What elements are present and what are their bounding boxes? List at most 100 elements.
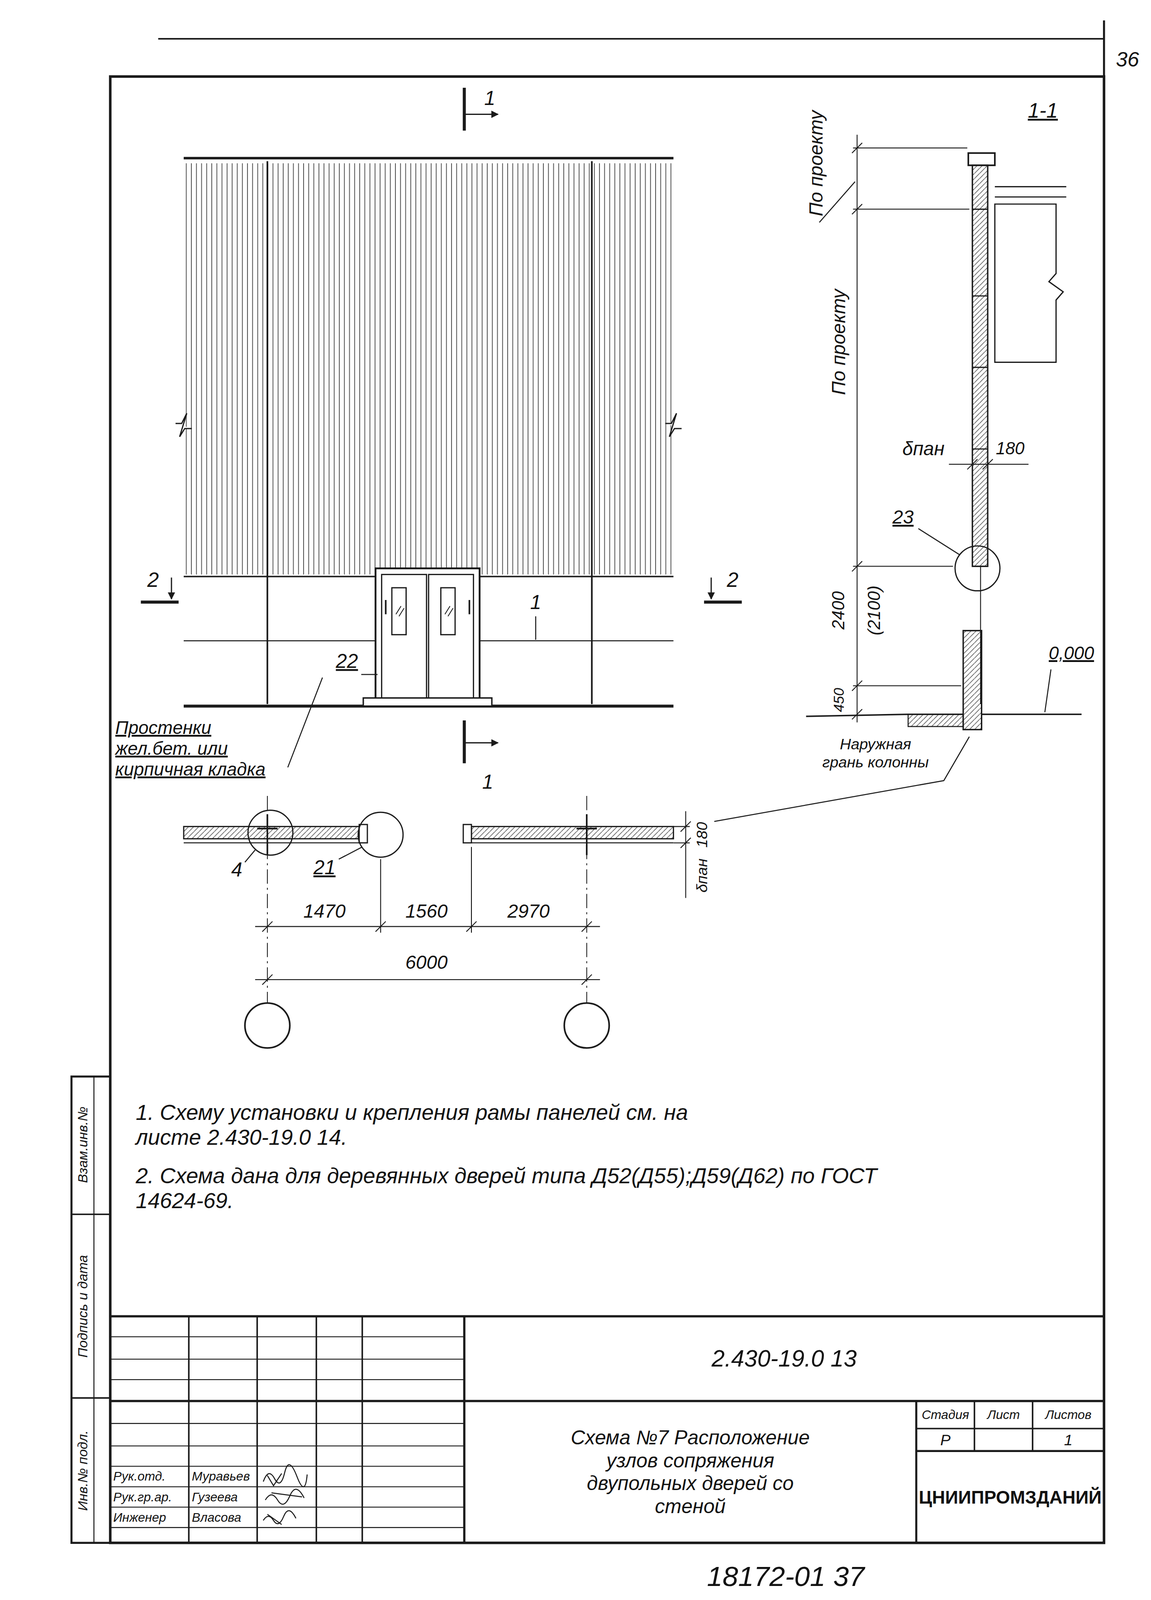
cell-text: Схема №7 Расположение узлов сопряжения д…	[550, 1426, 831, 1518]
elevation	[665, 413, 682, 437]
sheet-frame	[71, 20, 1104, 1543]
dimension: 2970	[507, 900, 550, 923]
table-cell: Рук.отд.	[113, 1469, 166, 1484]
title-block-grid	[1032, 1400, 1034, 1451]
dimension-line	[856, 134, 858, 723]
table-cell: Власова	[191, 1510, 242, 1525]
cell-text: Листов	[1045, 1407, 1092, 1423]
dimension: (2100)	[864, 585, 885, 636]
sheet-frame	[1103, 20, 1106, 77]
section-1-1	[972, 165, 988, 566]
sheet-frame	[110, 76, 1104, 1543]
section-1-1	[981, 713, 1082, 715]
leader-line	[287, 677, 323, 767]
sheet-frame	[93, 1076, 95, 1543]
door	[385, 599, 470, 615]
callout-number: 23	[892, 506, 914, 528]
dimension: δпан	[693, 858, 711, 893]
leader-line	[918, 528, 961, 556]
elevation	[590, 161, 593, 704]
section-marks	[171, 577, 173, 599]
elevation	[175, 158, 682, 707]
door	[428, 574, 474, 700]
section-1-1	[955, 545, 1000, 591]
cell-text: Стадия	[921, 1407, 970, 1423]
sheet-header: Лист	[974, 1401, 1033, 1429]
door	[381, 574, 427, 700]
dimension: 1560	[405, 900, 448, 923]
title-block-grid	[916, 1427, 1104, 1429]
title-cell: Схема №7 Расположение узлов сопряжения д…	[464, 1401, 917, 1543]
plan	[255, 974, 600, 985]
section-1-1	[963, 630, 982, 730]
section-marks	[140, 87, 742, 764]
callout-number: 21	[313, 856, 336, 880]
leader-line	[244, 850, 256, 863]
section-1-1	[972, 209, 988, 449]
callout-number: 4	[231, 857, 243, 881]
title-block-grid	[110, 1399, 1104, 1403]
dimension: δпан	[902, 437, 945, 460]
title-block-grid	[973, 1400, 976, 1451]
note: 1. Схему установки и крепления рамы пане…	[135, 1099, 759, 1150]
door	[375, 568, 480, 704]
table-cell: Муравьев	[191, 1469, 250, 1484]
plan	[183, 842, 360, 844]
plan	[244, 1003, 290, 1048]
door	[363, 568, 492, 706]
door	[395, 606, 453, 617]
title-block-grid	[110, 1315, 1104, 1318]
section-mark: 1	[484, 86, 495, 110]
section-marks	[464, 113, 498, 115]
title-block-grid	[188, 1316, 362, 1543]
callout-number: 22	[335, 649, 358, 673]
section-mark: 1	[482, 770, 494, 794]
elevation	[183, 163, 674, 575]
signature	[263, 1464, 308, 1525]
section-mark: 2	[727, 567, 739, 592]
table-cell: Рук.гр.ар.	[113, 1489, 172, 1504]
title-block-grid	[915, 1400, 918, 1543]
dimension: 2400	[828, 590, 849, 630]
table-cell: Гузеева	[191, 1489, 238, 1504]
stamp-field: Инв.№ подл.	[74, 1430, 91, 1511]
section-title: 1-1	[1027, 98, 1058, 123]
elevation	[266, 161, 269, 704]
section-marks	[710, 577, 713, 599]
plan	[471, 826, 674, 839]
dimension-line	[852, 147, 970, 686]
sheets-header: Листов	[1032, 1401, 1104, 1429]
dimension: По проекту	[827, 289, 850, 395]
dimension: По проекту	[805, 110, 828, 217]
plan	[471, 842, 674, 844]
sheet-frame	[71, 1397, 111, 1399]
door	[391, 587, 407, 635]
signature	[263, 1510, 296, 1525]
sheets-value: 1	[1032, 1428, 1104, 1451]
leader-line	[244, 181, 1052, 862]
sheet-frame	[71, 1213, 111, 1215]
cell-text: 1	[1064, 1431, 1073, 1449]
section-1-1	[994, 204, 1064, 363]
section-1-1	[806, 152, 1082, 730]
leader-line	[338, 846, 363, 860]
part-note: Наружная грань колонны	[818, 735, 933, 771]
elevation	[183, 156, 674, 160]
section-marks	[462, 87, 467, 131]
section-marks	[140, 600, 179, 604]
section-marks	[464, 741, 498, 744]
sheet-frame	[71, 1076, 111, 1543]
dimension-line	[851, 142, 863, 720]
dimension-line	[851, 134, 1029, 723]
plan	[673, 811, 691, 899]
plan	[266, 795, 268, 1004]
dimension: 180	[693, 821, 711, 848]
note: 2. Схема дана для деревянных дверей типа…	[135, 1163, 912, 1213]
organization-cell: ЦНИИПРОМЗДАНИЙ	[916, 1450, 1104, 1543]
cell-text: Р	[940, 1431, 951, 1449]
dimension: 6000	[405, 951, 448, 974]
leader-line	[1044, 669, 1052, 713]
